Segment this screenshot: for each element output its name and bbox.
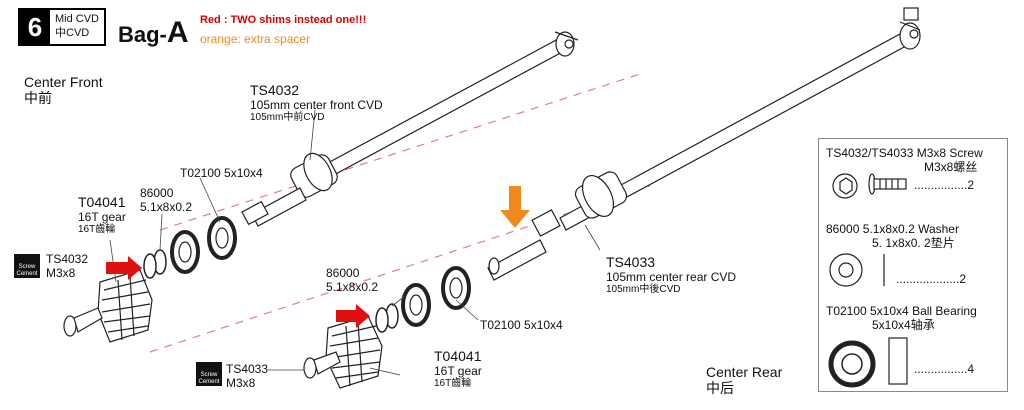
rear-gear-part: T04041 <box>434 348 482 364</box>
section-center-front: Center Front 中前 <box>24 74 103 106</box>
rear-cvd-shaft <box>487 7 921 281</box>
front-screw-size: M3x8 <box>46 266 76 280</box>
rear-gear-label: T04041 16T gear 16T齒輪 <box>434 348 482 390</box>
front-washers <box>143 249 167 279</box>
front-bearing-1 <box>207 216 237 260</box>
front-bearing-2 <box>170 230 200 274</box>
rear-gear-desc-cn: 16T齒輪 <box>434 378 472 389</box>
step-box: 6 Mid CVD 中CVD <box>18 8 106 46</box>
rear-screw-size: M3x8 <box>226 376 256 390</box>
section-front-en: Center Front <box>24 74 103 90</box>
rear-gear-desc-en: 16T gear <box>434 364 482 378</box>
front-screw-part: TS4032 <box>46 252 89 266</box>
rear-washers <box>375 303 399 333</box>
legend-item-bearing-qty-value: 4 <box>967 362 975 376</box>
rear-screw <box>303 351 341 379</box>
front-bearing-label: T02100 5x10x4 <box>180 166 263 180</box>
rear-cvd-desc-cn: 105mm中後CVD <box>606 284 681 295</box>
rear-cvd-part: TS4033 <box>606 254 656 270</box>
legend-item-screw-qty: ................2 <box>914 178 974 192</box>
legend-item-screw-qty-value: 2 <box>967 178 975 192</box>
front-washer-label: 86000 5.1x8x0.2 <box>140 186 192 214</box>
screw-icon <box>832 173 907 199</box>
front-cvd-shaft <box>241 31 579 227</box>
bag-letter: A <box>166 16 189 49</box>
rear-bearing-label: T02100 5x10x4 <box>480 318 563 332</box>
legend-item-washer-qty-value: 2 <box>959 272 967 286</box>
red-shim-arrow-rear <box>336 304 370 328</box>
legend-item-screw-cn: M3x8螺丝 <box>924 160 978 174</box>
bearing-icon <box>828 337 908 388</box>
step-title-cn: 中CVD <box>55 27 90 39</box>
bag-label: Bag-A <box>118 16 189 50</box>
rear-cvd-label: TS4033 105mm center rear CVD 105mm中後CVD <box>606 254 736 296</box>
orange-spacer-arrow <box>500 186 530 228</box>
legend-item-washer-cn: 5. 1x8x0. 2垫片 <box>872 236 955 250</box>
legend-item-bearing-cn: 5x10x4轴承 <box>872 318 935 332</box>
legend-item-screw-dots: ................ <box>914 178 968 192</box>
rear-bearing-2 <box>401 283 431 327</box>
front-gear-part: T04041 <box>78 194 126 210</box>
step-number: 6 <box>20 10 50 44</box>
section-center-rear: Center Rear 中后 <box>706 364 782 396</box>
step-title: Mid CVD 中CVD <box>50 10 99 44</box>
legend-item-bearing-name: T02100 5x10x4 Ball Bearing <box>826 304 977 318</box>
front-axis-guide-line <box>159 73 641 231</box>
rear-washer-size: 5.1x8x0.2 <box>326 280 379 294</box>
note-red: Red : TWO shims instead one!!! <box>200 14 367 26</box>
rear-washer-label: 86000 5.1x8x0.2 <box>326 266 378 294</box>
legend-item-bearing-qty: ................4 <box>914 362 974 376</box>
front-gear-desc-cn: 16T齒輪 <box>78 224 116 235</box>
front-washer-size: 5.1x8x0.2 <box>140 200 193 214</box>
legend-item-bearing-dots: ................ <box>914 362 968 376</box>
rear-bearing-1 <box>441 266 471 310</box>
screw-cement-badge-rear: Screw Cement <box>196 362 222 386</box>
rear-cvd-desc-en: 105mm center rear CVD <box>606 270 737 284</box>
legend-item-washer-dots: ................... <box>896 272 960 286</box>
section-rear-en: Center Rear <box>706 364 783 380</box>
front-gear-desc-en: 16T gear <box>78 210 126 224</box>
front-cvd-desc-en: 105mm center front CVD <box>250 98 383 112</box>
section-front-cn: 中前 <box>24 90 52 106</box>
note-orange: orange: extra spacer <box>200 32 311 46</box>
front-gear-label: T04041 16T gear 16T齒輪 <box>78 194 126 236</box>
bag-prefix: Bag- <box>118 22 167 47</box>
front-cvd-label: TS4032 105mm center front CVD 105mm中前CVD <box>250 82 383 124</box>
rear-washer-part: 86000 <box>326 266 360 280</box>
rear-screw-part: TS4033 <box>226 362 269 376</box>
red-shim-arrow-front <box>106 256 142 280</box>
screw-cement-badge-front: Screw Cement <box>14 254 40 278</box>
front-cvd-part: TS4032 <box>250 82 300 98</box>
rear-screw-label: TS4033 M3x8 <box>226 362 268 390</box>
parts-legend <box>818 138 1008 392</box>
leader-lines <box>109 109 601 376</box>
step-title-en: Mid CVD <box>55 13 100 25</box>
front-cvd-desc-cn: 105mm中前CVD <box>250 112 325 123</box>
legend-item-washer-qty: ...................2 <box>896 272 966 286</box>
legend-item-screw-name: TS4032/TS4033 M3x8 Screw <box>826 146 983 160</box>
section-rear-cn: 中后 <box>706 380 734 396</box>
front-gear <box>97 269 153 343</box>
front-screw <box>63 307 103 337</box>
front-washer-part: 86000 <box>140 186 174 200</box>
legend-item-washer-name: 86000 5.1x8x0.2 Washer <box>826 222 959 236</box>
rear-axis-guide-line <box>149 185 651 353</box>
front-screw-label: TS4032 M3x8 <box>46 252 88 280</box>
washer-icon <box>829 253 885 287</box>
